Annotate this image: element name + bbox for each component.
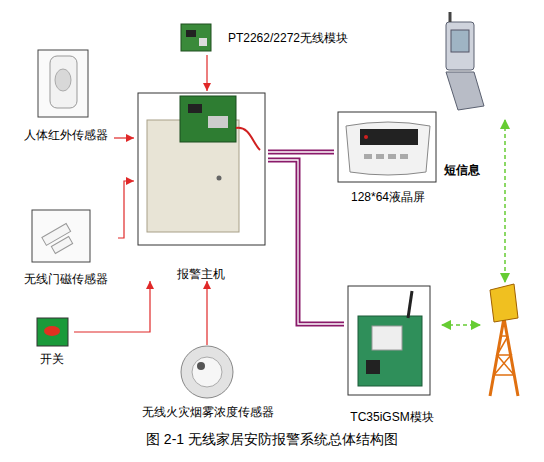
- bus-inner-line: [268, 160, 344, 324]
- picture-frame: [32, 210, 90, 262]
- connector-group: [268, 160, 344, 324]
- chip: [188, 104, 202, 113]
- node-label: 无线火灾烟雾浓度传感器: [142, 405, 274, 419]
- detector-body: [181, 346, 233, 398]
- picture-frame: [348, 286, 430, 395]
- switch: 开关: [30, 316, 74, 366]
- signal-arrow: [118, 181, 134, 238]
- picture-frame: [338, 112, 436, 182]
- signal-arrow: [114, 137, 134, 138]
- wire: [236, 128, 260, 150]
- smoke-detector-picture: [181, 346, 233, 398]
- signal-arrow: [74, 281, 150, 332]
- node-label: PT2262/2272无线模块: [228, 31, 348, 45]
- tower-panel: [490, 284, 518, 322]
- chip: [199, 38, 207, 46]
- figure-caption: 图 2-1 无线家居安防报警系统总体结构图: [0, 431, 544, 449]
- alarm-host: 报警主机: [134, 91, 268, 281]
- connector-group: [118, 181, 134, 238]
- pcb: [358, 316, 422, 386]
- tower-lattice: [494, 336, 514, 375]
- bus-inner-line: [268, 151, 334, 152]
- chip: [186, 30, 196, 37]
- lcd-key: [388, 154, 396, 159]
- lcd-housing: [346, 122, 430, 175]
- connector-group: [207, 281, 208, 345]
- phone-picture: [446, 12, 484, 110]
- lcd-picture: [338, 112, 436, 182]
- chip: [366, 360, 380, 374]
- pir-sensor: 人体红外传感器: [18, 48, 114, 142]
- node-label: 128*64液晶屏: [351, 190, 425, 204]
- connector-group: [74, 281, 150, 332]
- signal-arrow: [206, 55, 207, 91]
- phone-keypad: [446, 72, 484, 110]
- pir-sensor-picture: [38, 50, 88, 117]
- gsm-link: [442, 324, 480, 326]
- node-label: 人体红外传感器: [24, 128, 108, 142]
- node-label: 开关: [40, 352, 64, 366]
- switch-plate: [37, 318, 68, 346]
- phone-lid: [446, 22, 474, 70]
- node-label: 无线门磁传感器: [24, 272, 108, 286]
- connector-group: [207, 55, 208, 91]
- detector-cap: [192, 357, 222, 387]
- sensor-body: [50, 56, 77, 108]
- bus-connector: [268, 150, 334, 155]
- detector-led: [197, 362, 205, 370]
- chip: [208, 116, 228, 128]
- radio-module: PT2262/2272无线模块: [178, 20, 348, 55]
- node-label: TC35iGSM模块: [350, 410, 433, 424]
- antenna: [408, 291, 412, 318]
- signal-arrow: [206, 281, 207, 345]
- pcb: [180, 96, 236, 142]
- alarm-host-picture: [138, 93, 265, 245]
- sms-link: [504, 120, 506, 282]
- tower-legs: [490, 318, 518, 396]
- lcd-key: [376, 154, 384, 159]
- picture-frame: [38, 50, 88, 117]
- phone-antenna: [449, 12, 452, 22]
- pcb: [181, 24, 211, 51]
- lcd-screen: [360, 129, 418, 145]
- picture-frame: [138, 93, 265, 245]
- chip: [372, 326, 402, 350]
- lcd-key: [364, 154, 372, 159]
- smoke-sensor: 无线火灾烟雾浓度传感器: [130, 345, 286, 419]
- lcd-logo: [364, 135, 368, 139]
- gsm-picture: [348, 286, 430, 395]
- door-sensor: 无线门磁传感器: [14, 208, 118, 286]
- door-sensor-picture: [32, 210, 90, 262]
- phone-screen: [451, 30, 469, 52]
- magnet-part: [51, 237, 72, 254]
- lcd-display: 128*64液晶屏: [334, 110, 442, 204]
- switch-picture: [37, 318, 68, 346]
- radio-module-picture: [181, 24, 211, 51]
- bus-connector: [268, 160, 344, 324]
- node-label: 报警主机: [177, 267, 225, 281]
- gsm-module: TC35iGSM模块: [344, 284, 440, 424]
- switch-button: [44, 326, 60, 336]
- lcd-key: [400, 154, 408, 159]
- connector-group: [268, 152, 334, 153]
- link-label: 短信息: [444, 162, 480, 179]
- tower-picture: [490, 284, 518, 396]
- sensor-lens: [55, 69, 71, 91]
- lock: [217, 176, 222, 181]
- connector-group: [114, 138, 134, 139]
